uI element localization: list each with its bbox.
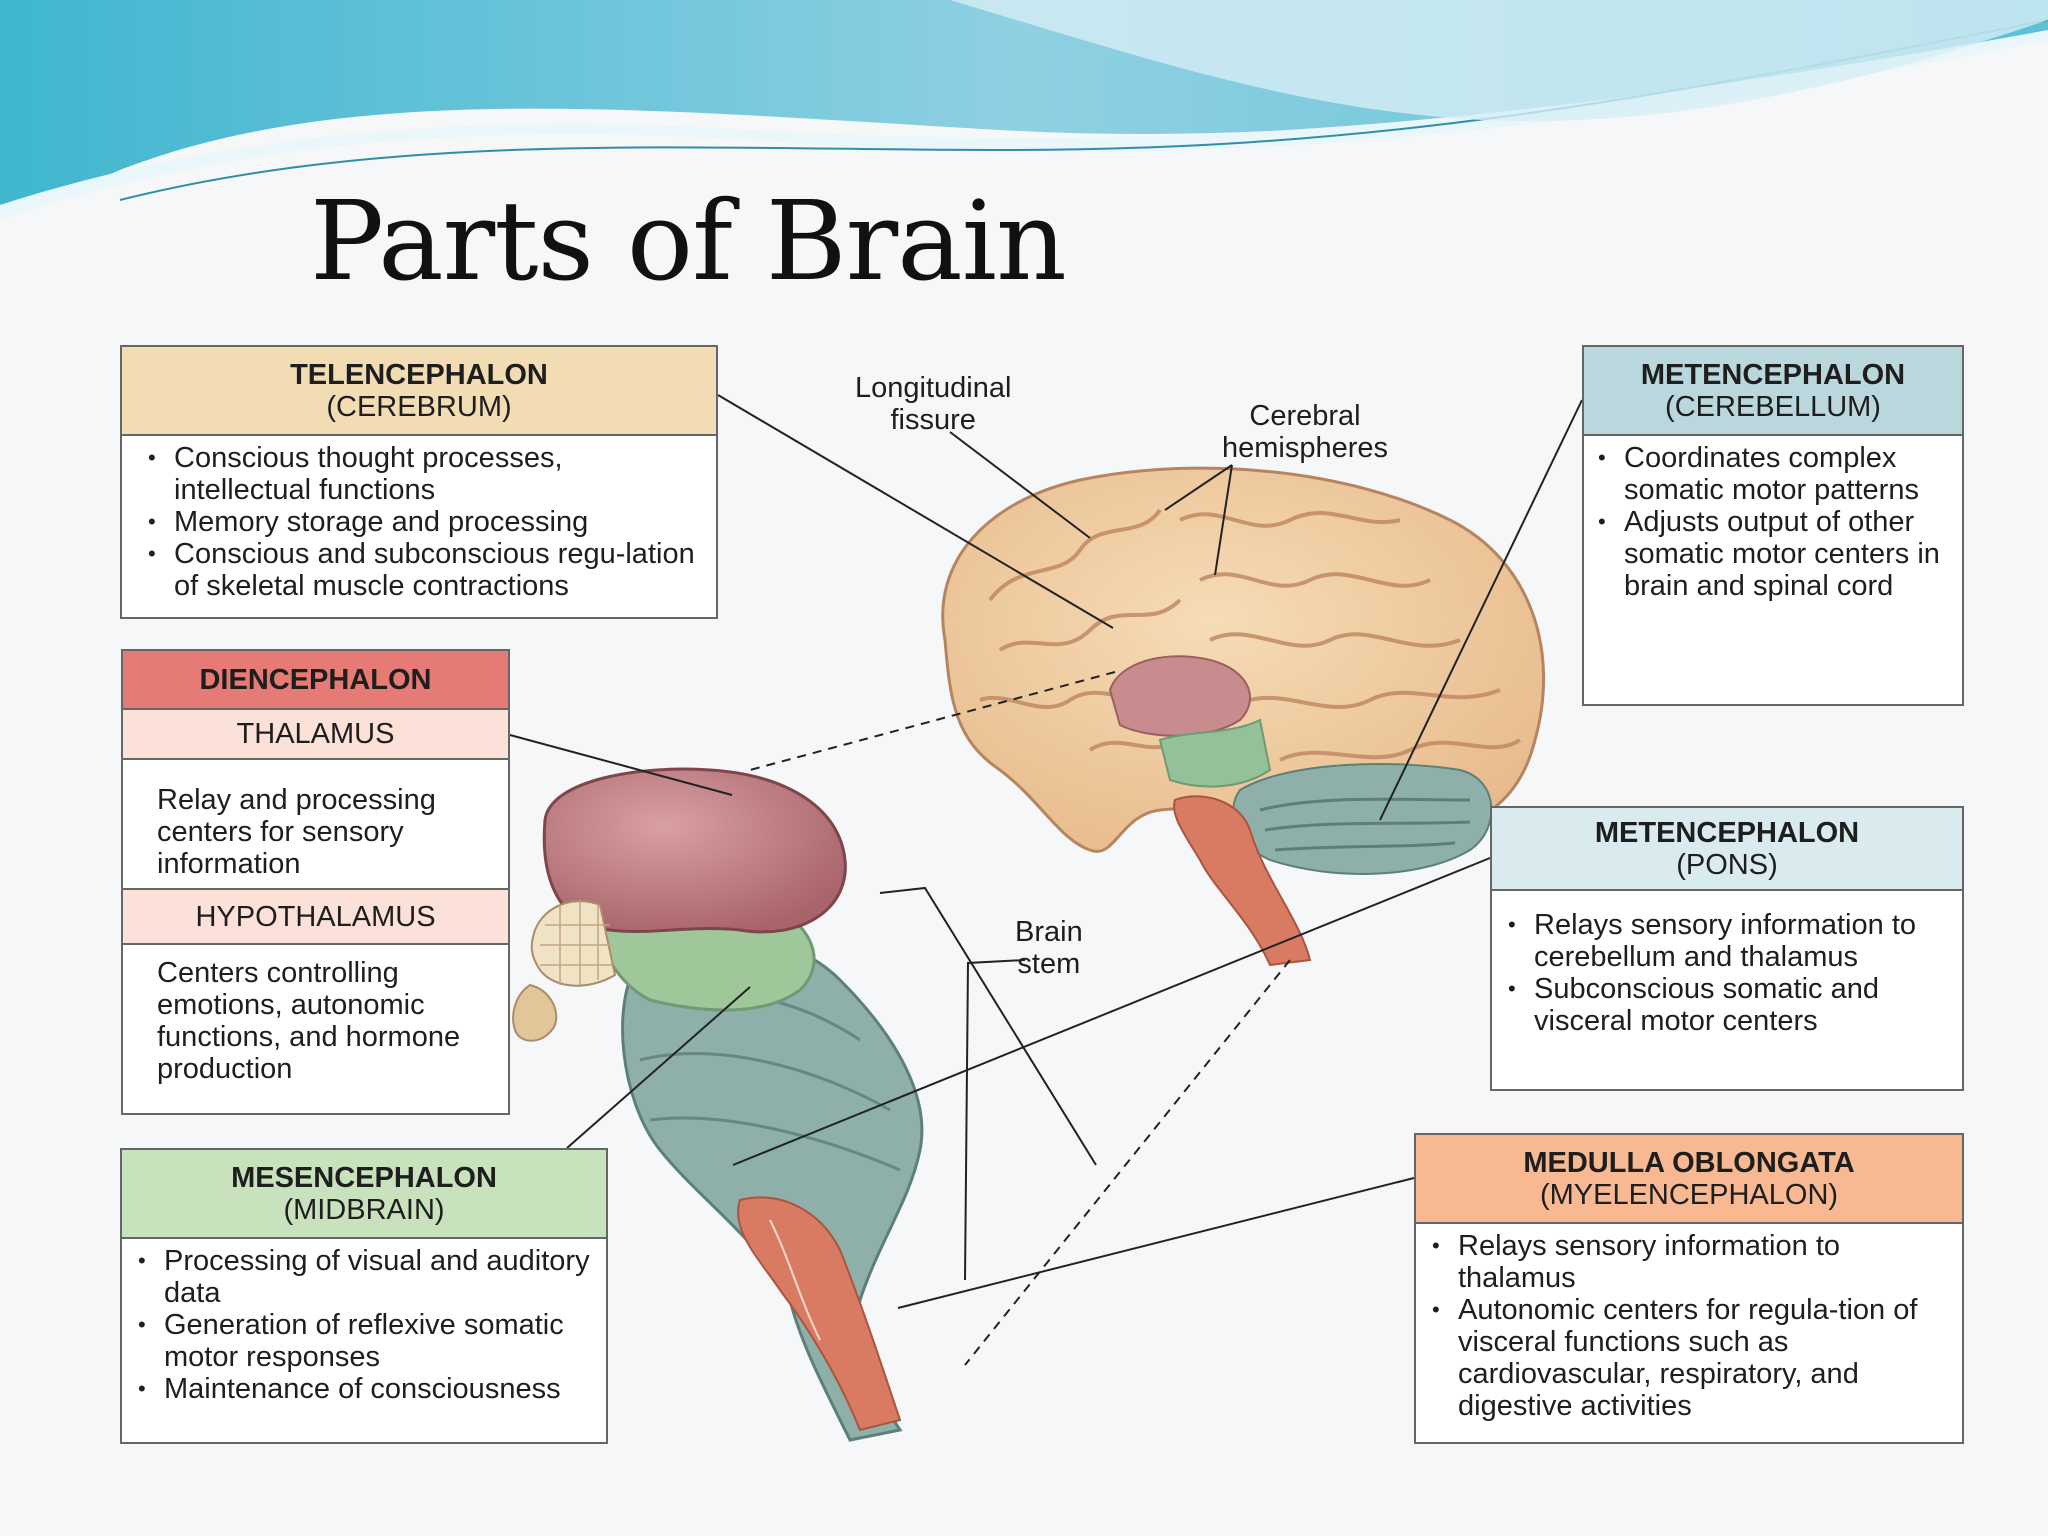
diencephalon-box: DIENCEPHALON THALAMUS Relay and processi… <box>121 649 510 1115</box>
pons-header: METENCEPHALON (PONS) <box>1492 808 1962 891</box>
leader-lines <box>509 394 1583 1309</box>
medulla-title: MEDULLA OBLONGATA <box>1523 1146 1855 1179</box>
hypothalamus-description: Centers controlling emotions, autonomic … <box>157 957 461 1085</box>
thalamus-title: THALAMUS <box>236 718 395 750</box>
header-wave <box>0 0 2048 220</box>
telencephalon-header: TELENCEPHALON (CEREBRUM) <box>122 347 716 436</box>
list-item: Relays sensory information to thalamus <box>1432 1230 1946 1294</box>
list-item: Autonomic centers for regula-tion of vis… <box>1432 1294 1946 1422</box>
hypothalamus-header: HYPOTHALAMUS <box>123 890 508 945</box>
pons-box: METENCEPHALON (PONS) Relays sensory info… <box>1490 806 1964 1091</box>
list-item: Generation of reflexive somatic motor re… <box>138 1309 590 1373</box>
telencephalon-title: TELENCEPHALON <box>290 358 548 391</box>
mesencephalon-body: Processing of visual and auditory data G… <box>122 1239 606 1411</box>
cerebellum-box: METENCEPHALON (CEREBELLUM) Coordinates c… <box>1582 345 1964 706</box>
mesencephalon-header: MESENCEPHALON (MIDBRAIN) <box>122 1150 606 1239</box>
thalamus-description: Relay and processing centers for sensory… <box>123 760 508 890</box>
list-item: Maintenance of consciousness <box>138 1373 590 1405</box>
pons-subtitle: (PONS) <box>1676 848 1778 881</box>
pons-title: METENCEPHALON <box>1594 816 1860 849</box>
mesencephalon-title: MESENCEPHALON <box>231 1161 497 1194</box>
telencephalon-body: Conscious thought processes, intellectua… <box>122 436 716 608</box>
medulla-body: Relays sensory information to thalamus A… <box>1416 1224 1962 1428</box>
hypothalamus-title: HYPOTHALAMUS <box>195 900 436 933</box>
telencephalon-subtitle: (CEREBRUM) <box>326 390 512 423</box>
list-item: Processing of visual and auditory data <box>138 1245 590 1309</box>
medulla-subtitle: (MYELENCEPHALON) <box>1539 1178 1839 1211</box>
mesencephalon-subtitle: (MIDBRAIN) <box>283 1193 445 1226</box>
pons-body: Relays sensory information to cerebellum… <box>1492 891 1962 1043</box>
cerebellum-title: METENCEPHALON <box>1640 358 1906 391</box>
thalamus-header: THALAMUS <box>123 710 508 760</box>
medulla-box: MEDULLA OBLONGATA (MYELENCEPHALON) Relay… <box>1414 1133 1964 1444</box>
list-item: Conscious and subconscious regu-lation o… <box>148 538 700 602</box>
diencephalon-title: DIENCEPHALON <box>199 663 432 696</box>
brain-illustration <box>512 466 1546 1442</box>
mesencephalon-box: MESENCEPHALON (MIDBRAIN) Processing of v… <box>120 1148 608 1444</box>
telencephalon-box: TELENCEPHALON (CEREBRUM) Conscious thoug… <box>120 345 718 619</box>
list-item: Subconscious somatic and visceral motor … <box>1508 973 1946 1037</box>
cerebellum-header: METENCEPHALON (CEREBELLUM) <box>1584 347 1962 436</box>
page-title: Parts of Brain <box>310 177 1067 305</box>
cerebral-hemispheres-label: Cerebral hemispheres <box>1222 400 1389 464</box>
cerebellum-body: Coordinates complex somatic motor patter… <box>1584 436 1962 608</box>
cerebellum-subtitle: (CEREBELLUM) <box>1665 390 1881 423</box>
list-item: Conscious thought processes, intellectua… <box>148 442 700 506</box>
medulla-header: MEDULLA OBLONGATA (MYELENCEPHALON) <box>1416 1135 1962 1224</box>
list-item: Memory storage and processing <box>148 506 700 538</box>
list-item: Coordinates complex somatic motor patter… <box>1598 442 1946 506</box>
diencephalon-header: DIENCEPHALON <box>123 651 508 710</box>
list-item: Adjusts output of other somatic motor ce… <box>1598 506 1946 602</box>
brain-stem-label: Brain stem <box>1015 916 1083 980</box>
list-item: Relays sensory information to cerebellum… <box>1508 909 1946 973</box>
longitudinal-fissure-label: Longitudinal fissure <box>855 372 1012 436</box>
dashed-leader-lines <box>749 671 1291 1366</box>
